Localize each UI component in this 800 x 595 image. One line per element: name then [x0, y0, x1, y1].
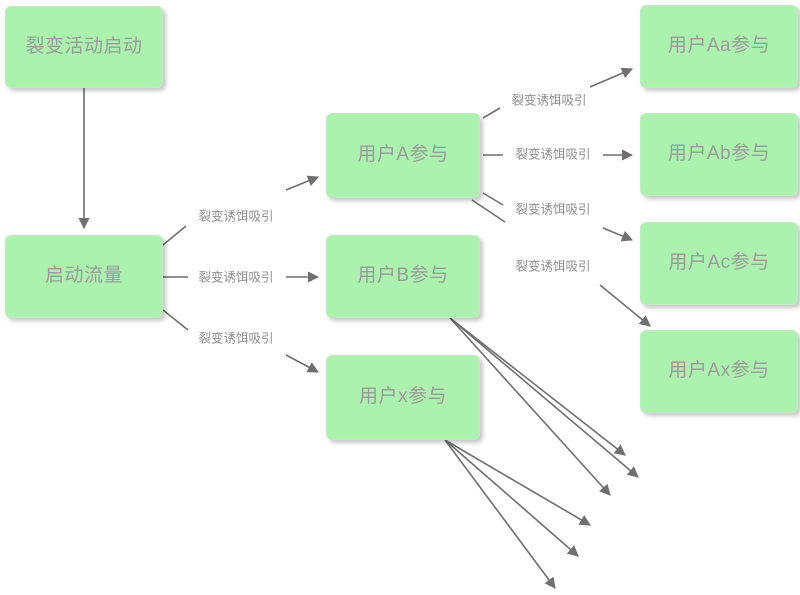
node-label: 用户B参与 — [357, 265, 449, 287]
edge-e-userX-2 — [444, 439, 579, 557]
node-userB[interactable]: 用户B参与 — [326, 235, 480, 318]
edge-e-traffic-userX — [162, 309, 318, 372]
node-label: 启动流量 — [44, 265, 123, 287]
node-userX[interactable]: 用户x参与 — [326, 355, 480, 440]
edge-e-userB-1 — [449, 317, 626, 456]
node-userAb[interactable]: 用户Ab参与 — [640, 113, 798, 196]
node-launch[interactable]: 裂变活动启动 — [5, 6, 163, 88]
edge-e-userB-2 — [449, 317, 639, 478]
node-userAx[interactable]: 用户Ax参与 — [640, 330, 798, 413]
node-label: 用户Aa参与 — [667, 35, 771, 57]
edge-e-userA-userAc — [482, 192, 632, 240]
edge-label-l3: 裂变诱饵吸引 — [198, 331, 274, 346]
edge-e-userA-userAx — [471, 199, 650, 326]
node-traffic[interactable]: 启动流量 — [5, 235, 163, 318]
edge-label-l1: 裂变诱饵吸引 — [198, 209, 274, 224]
edge-label-l5: 裂变诱饵吸引 — [515, 147, 591, 162]
edge-e-userX-1 — [444, 439, 591, 526]
edges-group — [78, 69, 650, 589]
node-label: 用户Ab参与 — [667, 143, 771, 165]
node-userAa[interactable]: 用户Aa参与 — [640, 5, 798, 88]
edge-e-userX-3 — [444, 439, 556, 589]
node-label: 用户Ac参与 — [668, 252, 770, 274]
edge-label-l6: 裂变诱饵吸引 — [515, 202, 591, 217]
node-label: 用户Ax参与 — [668, 360, 770, 382]
edge-label-l4: 裂变诱饵吸引 — [511, 93, 587, 108]
node-label: 用户x参与 — [358, 386, 447, 408]
edge-e-traffic-userA — [162, 177, 318, 246]
edge-label-l2: 裂变诱饵吸引 — [198, 270, 274, 285]
edge-e-userA-userAa — [482, 69, 632, 119]
edge-label-l7: 裂变诱饵吸引 — [515, 259, 591, 274]
node-label: 用户A参与 — [357, 144, 449, 166]
node-userAc[interactable]: 用户Ac参与 — [640, 222, 798, 305]
node-userA[interactable]: 用户A参与 — [326, 113, 480, 198]
node-label: 裂变活动启动 — [25, 35, 143, 57]
edge-e-userB-3 — [449, 317, 611, 496]
